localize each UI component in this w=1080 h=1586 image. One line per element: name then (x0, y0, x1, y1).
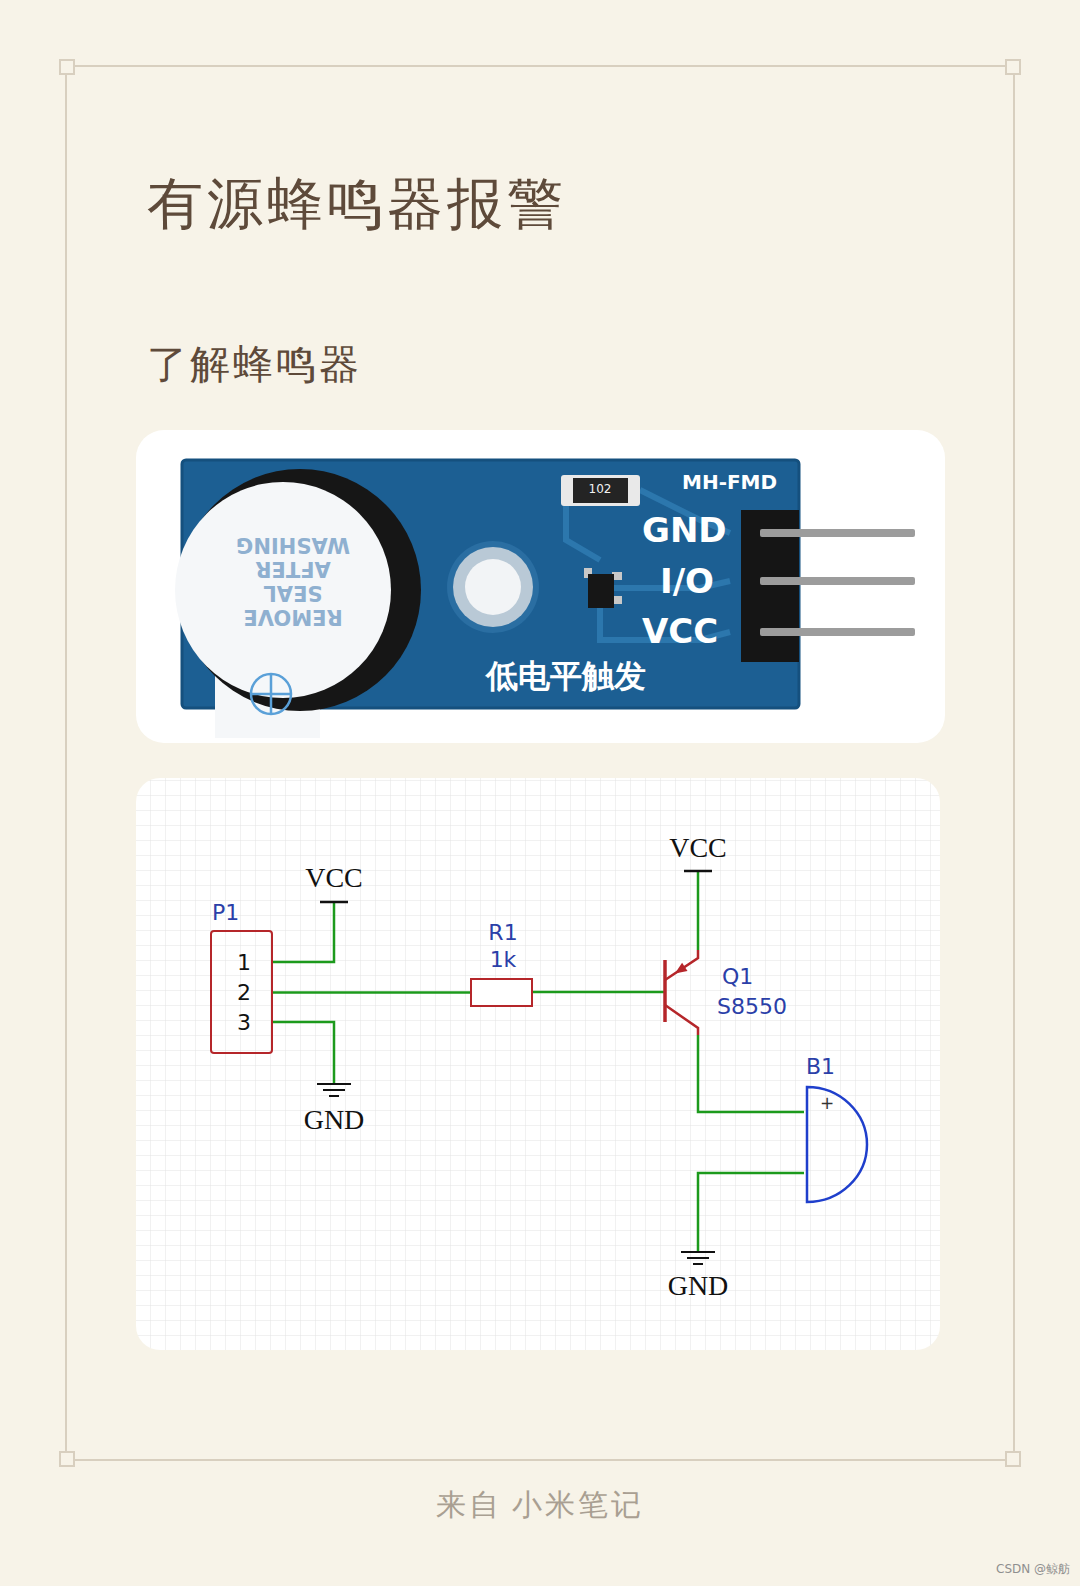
wire (697, 871, 700, 950)
mount-hole (453, 547, 533, 627)
board-model: MH-FMD (682, 471, 777, 494)
buzzer-sticker (175, 482, 391, 698)
mount-hole (465, 559, 521, 615)
pin-number: 3 (237, 1010, 251, 1035)
board-note: 低电平触发 (486, 658, 646, 695)
polarity-mark (251, 674, 291, 714)
watermark: CSDN @鲸舫 (996, 1563, 1070, 1577)
resistor-code: 102 (589, 483, 612, 497)
part-value: S8550 (717, 994, 787, 1019)
schematic-card (136, 778, 940, 1350)
transistor-symbol: Q1S8550 (655, 950, 705, 1035)
connector-p1: P1123 (210, 930, 273, 1054)
pin-number: 1 (237, 950, 251, 975)
pin-name: I/O (660, 562, 714, 601)
transistor-symbol-stroke (675, 963, 688, 974)
power-label: VCC (305, 862, 363, 894)
page-frame (66, 66, 1014, 1460)
ground-symbol (681, 1252, 715, 1264)
footer-caption: 来自 小米笔记 (436, 1488, 645, 1523)
photo-card (136, 430, 945, 743)
vcc-symbol (320, 901, 348, 904)
section-heading: 了解蜂鸣器 (147, 342, 362, 388)
frame-corner (1006, 1452, 1020, 1466)
sot23-transistor (588, 574, 614, 608)
buzzer-symbol-stroke (807, 1087, 867, 1202)
header-pin (760, 529, 915, 537)
polarity-sign: + (820, 1094, 834, 1114)
mount-hole (447, 541, 539, 633)
resistor-symbol: R11k (470, 978, 533, 1007)
wire (273, 902, 334, 962)
part-value: 1k (490, 947, 517, 972)
pin-name: GND (642, 511, 727, 550)
page-title: 有源蜂鸣器报警 (147, 172, 567, 236)
pin-name: VCC (642, 612, 718, 651)
polarity-mark (251, 674, 291, 714)
part-ref: B1 (806, 1054, 835, 1079)
ground-label: GND (668, 1270, 729, 1302)
frame-corner (60, 1452, 74, 1466)
buzzer-symbol: B1+ (804, 1084, 868, 1205)
frame-corner (60, 60, 74, 74)
sticker-text: REMOVE SEAL AFTER WASHING (234, 533, 352, 630)
transistor-symbol-stroke (663, 960, 667, 1022)
wire-connector (533, 991, 655, 994)
power-label: VCC (669, 832, 727, 864)
part-ref: R1 (488, 920, 517, 945)
wire (273, 1022, 334, 1084)
wire-connector (698, 1035, 804, 1112)
part-ref: Q1 (722, 964, 753, 989)
ground-label: GND (304, 1104, 365, 1136)
ground-symbol (317, 1084, 351, 1096)
wire-connector (273, 991, 470, 994)
transistor-symbol-stroke (665, 950, 698, 1035)
pin-number: 2 (237, 980, 251, 1005)
vcc-symbol (684, 870, 712, 873)
transistor-symbol-shape (655, 950, 705, 1035)
buzzer-symbol-shape (804, 1084, 868, 1205)
header-pin (760, 577, 915, 585)
smd-resistor (561, 475, 640, 506)
wire (698, 1173, 804, 1252)
part-ref: P1 (212, 900, 239, 925)
smd-resistor (573, 478, 628, 503)
header-pin (760, 628, 915, 636)
frame-corner (1006, 60, 1020, 74)
